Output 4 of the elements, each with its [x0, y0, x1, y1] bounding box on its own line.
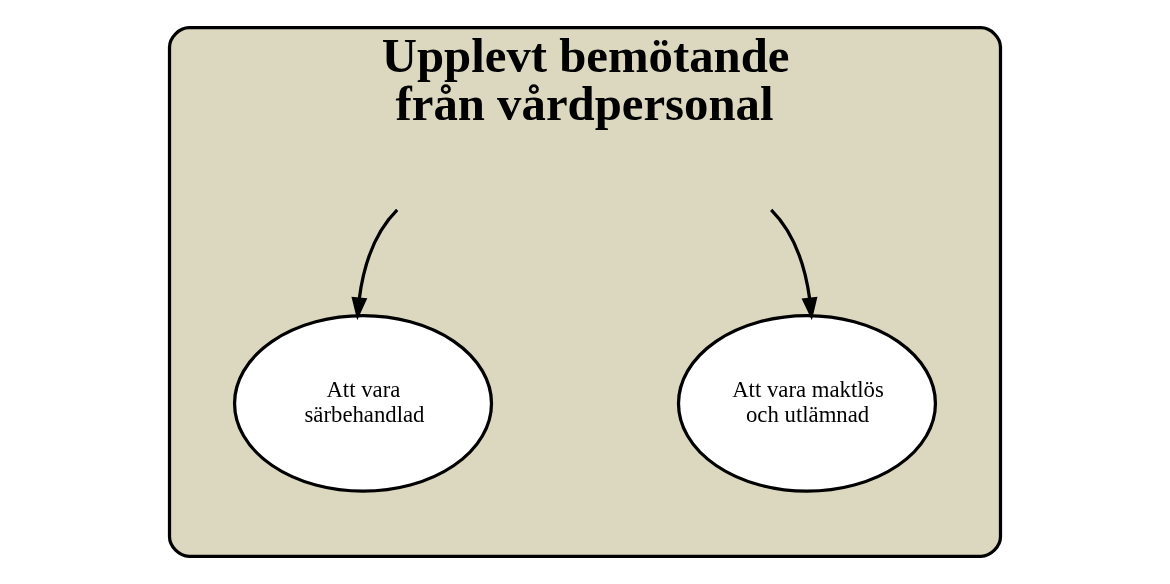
node-ellipse: Att vara maktlös och utlämnad: [676, 313, 938, 493]
node-ellipse: Att vara särbehandlad: [232, 313, 494, 493]
arrow: [770, 208, 818, 321]
arrow: [351, 208, 399, 321]
